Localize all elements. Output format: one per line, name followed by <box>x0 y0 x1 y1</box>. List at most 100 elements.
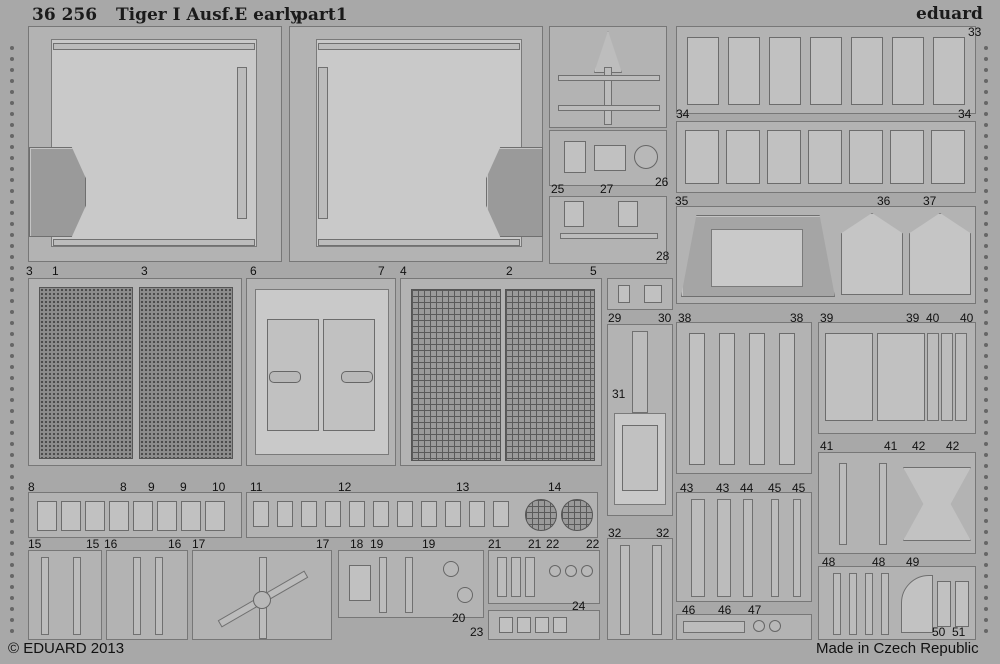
part-number-label: 2 <box>506 264 513 278</box>
part-15 <box>41 557 49 635</box>
part-number-label: 15 <box>86 537 100 551</box>
bracket-sprue-top <box>549 26 667 128</box>
etched-part <box>421 501 437 527</box>
sprue-hole <box>10 299 14 303</box>
sprue-hole <box>10 629 14 633</box>
grille-sprue-right <box>400 278 602 466</box>
part-31-arm <box>632 331 648 413</box>
sprue-hole <box>10 321 14 325</box>
part-indicator: part1 <box>296 5 348 25</box>
etched-part <box>687 37 719 105</box>
etched-part <box>890 130 924 184</box>
sprue-hole <box>984 57 988 61</box>
part-42 <box>903 467 971 541</box>
etched-part <box>61 501 81 531</box>
etched-part <box>205 501 225 531</box>
part-number-label: 41 <box>820 439 834 453</box>
part-19 <box>405 557 413 613</box>
part-number-label: 13 <box>456 480 470 494</box>
part-number-label: 31 <box>612 387 626 401</box>
part-number-label: 41 <box>884 439 898 453</box>
sprue-hole <box>984 629 988 633</box>
part-14 <box>561 499 593 531</box>
sprue-hole <box>10 376 14 380</box>
sprue-hole <box>10 442 14 446</box>
part-number-label: 21 <box>528 537 542 551</box>
sprue-hole <box>10 453 14 457</box>
part-21-22-sprue <box>488 550 600 604</box>
part-number-label: 9 <box>180 480 187 494</box>
etched-part <box>109 501 129 531</box>
part-21 <box>497 557 507 597</box>
etched-part <box>767 130 801 184</box>
etched-part <box>892 37 924 105</box>
part-48 <box>833 573 841 635</box>
part-27 <box>594 145 626 171</box>
sprue-hole <box>10 607 14 611</box>
part-48 <box>881 573 889 635</box>
part-43-45-sprue <box>676 492 812 602</box>
part-number-label: 35 <box>675 194 689 208</box>
part-number-label: 18 <box>350 537 364 551</box>
etched-part <box>728 37 760 105</box>
part-37 <box>909 213 971 295</box>
engine-deck-panel-left <box>28 26 282 262</box>
part-16 <box>155 557 163 635</box>
part-43 <box>691 499 705 597</box>
etched-part <box>301 501 317 527</box>
deck-sheet <box>51 39 257 247</box>
etched-part <box>689 333 705 465</box>
part-number-label: 40 <box>960 311 974 325</box>
sprue-hole <box>10 167 14 171</box>
deck-rail <box>318 239 520 246</box>
part-41 <box>879 463 887 545</box>
part-19 <box>379 557 387 613</box>
part-number-label: 21 <box>488 537 502 551</box>
etched-part <box>373 501 389 527</box>
sprue-hole <box>10 233 14 237</box>
grille-mesh <box>139 287 233 459</box>
sprue-hole <box>10 585 14 589</box>
sprue-hole <box>984 123 988 127</box>
part-23 <box>553 617 567 633</box>
sprue-hole <box>10 310 14 314</box>
sprue-hole <box>984 530 988 534</box>
sprue-hole <box>984 310 988 314</box>
part-23 <box>535 617 549 633</box>
sprue-hole <box>984 189 988 193</box>
sprue-hole <box>984 475 988 479</box>
sprue-hole <box>984 112 988 116</box>
sprue-hole <box>10 288 14 292</box>
sprue-hole <box>984 409 988 413</box>
part-number-label: 37 <box>923 194 937 208</box>
sprue-hole <box>10 530 14 534</box>
hatch-handle <box>269 371 301 383</box>
part-25-27-sprue <box>549 130 667 186</box>
part-38-sprue <box>676 322 812 474</box>
part-21 <box>511 557 521 597</box>
grille-mesh <box>505 289 595 461</box>
sprue-hole <box>984 321 988 325</box>
hatch-sprue <box>246 278 396 466</box>
part-22 <box>549 565 561 577</box>
sprue-hole <box>10 244 14 248</box>
sprue-hole <box>984 453 988 457</box>
part-number-label: 34 <box>958 107 972 121</box>
part-number-label: 3 <box>26 264 33 278</box>
hatch-handle <box>341 371 373 383</box>
part-number-label: 32 <box>656 526 670 540</box>
sprue-hole <box>984 552 988 556</box>
part-22 <box>565 565 577 577</box>
sprue-hole <box>984 222 988 226</box>
sprue-hole <box>10 277 14 281</box>
sprue-hole <box>10 563 14 567</box>
sprue-hole <box>10 618 14 622</box>
sprue-hole <box>10 211 14 215</box>
part-14 <box>525 499 557 531</box>
sprue-hole <box>984 167 988 171</box>
deck-side-plate <box>29 147 86 237</box>
part-36 <box>841 213 903 295</box>
sprue-hole <box>10 574 14 578</box>
deck-rail <box>318 67 328 219</box>
deck-rail <box>237 67 247 219</box>
